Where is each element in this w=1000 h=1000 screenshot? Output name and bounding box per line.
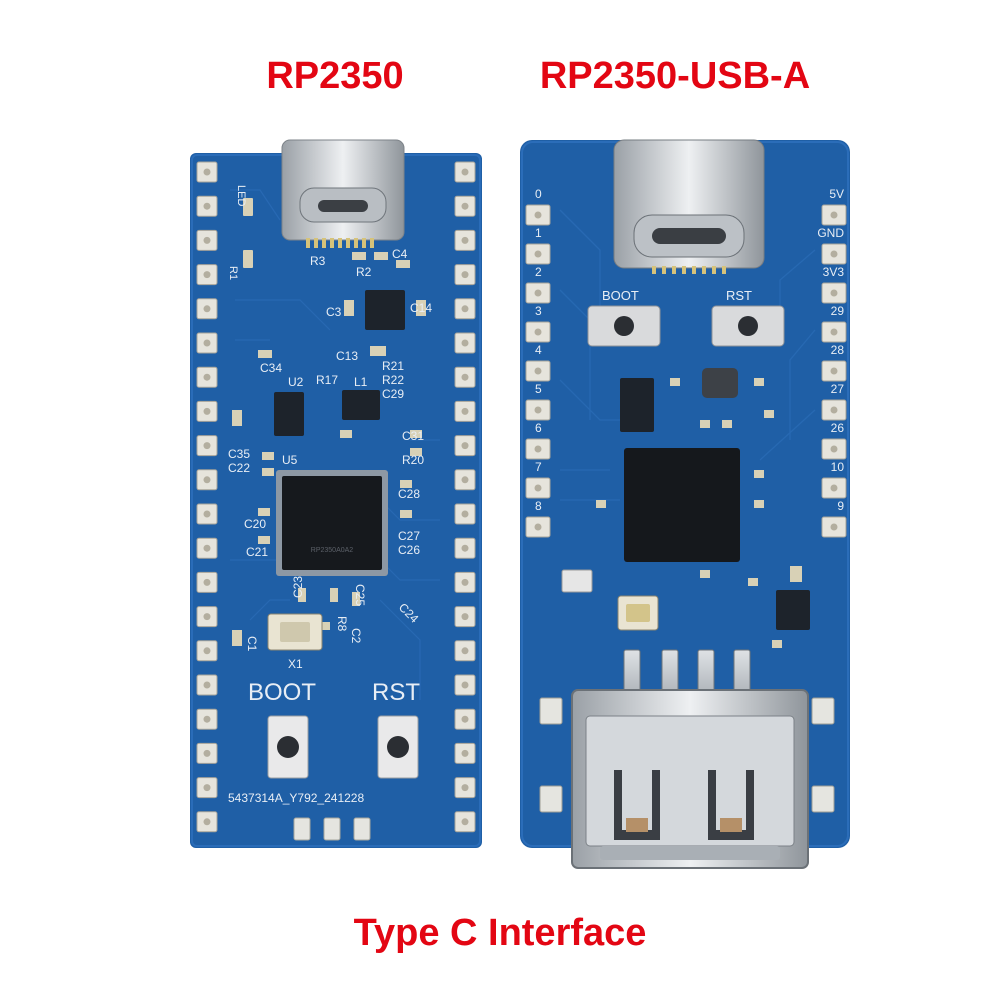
- silk-c27: C27: [398, 529, 420, 543]
- bottom-caption: Type C Interface: [353, 912, 647, 954]
- silk-right-boot: BOOT: [602, 288, 639, 303]
- silk-boot: BOOT: [248, 679, 316, 706]
- silk-c2: C2: [349, 628, 363, 644]
- pin-label-right: 26: [831, 421, 845, 435]
- silk-r3: R3: [310, 254, 326, 268]
- silk-c20: C20: [244, 517, 266, 531]
- silk-c14: C14: [410, 301, 432, 315]
- pin-label-right: 27: [831, 382, 845, 396]
- pin-label-left: 0: [535, 187, 542, 201]
- pin-label-right: 28: [831, 343, 845, 357]
- crystal-x1: [267, 613, 323, 651]
- usb-c-connector: [281, 139, 405, 248]
- silk-c28: C28: [398, 487, 420, 501]
- silk-c35: C35: [228, 447, 250, 461]
- silk-c34: C34: [260, 361, 282, 375]
- silk-r1: R1: [227, 266, 239, 280]
- pin-label-left: 3: [535, 304, 542, 318]
- pin-label-left: 1: [535, 226, 542, 240]
- pin-label-right: 3V3: [823, 265, 845, 279]
- silk-led: LED: [235, 185, 247, 206]
- silk-c4: C4: [392, 247, 408, 261]
- pin-label-right: 5V: [829, 187, 844, 201]
- silk-r2: R2: [356, 265, 372, 279]
- rp2350-chip: RP2350A0A2: [276, 470, 388, 576]
- usb-a-port: [571, 689, 809, 869]
- silk-right-rst: RST: [726, 288, 752, 303]
- silk-c29: C29: [382, 387, 404, 401]
- pin-label-right: GND: [817, 226, 844, 240]
- silk-l1: L1: [354, 375, 368, 389]
- silk-u2: U2: [288, 375, 304, 389]
- right-board-title: RP2350-USB-A: [539, 55, 811, 97]
- silk-c25: C25: [353, 584, 367, 606]
- rp2350-usb-a-board: BOOT RST: [520, 139, 850, 869]
- silk-r17: R17: [316, 373, 338, 387]
- rp2350-board: RP2350A0A2 LED R1 R3 R2 C4 C3 C14 C13 C3…: [190, 139, 482, 848]
- reset-button[interactable]: [377, 715, 419, 779]
- silk-r20: R20: [402, 453, 424, 467]
- silk-rst: RST: [372, 679, 420, 706]
- silk-c13: C13: [336, 349, 358, 363]
- silk-c26: C26: [398, 543, 420, 557]
- pin-label-right: 29: [831, 304, 845, 318]
- pin-label-left: 4: [535, 343, 542, 357]
- silk-x1: X1: [288, 657, 303, 671]
- right-boot-button[interactable]: [587, 305, 661, 347]
- pin-label-left: 5: [535, 382, 542, 396]
- silk-c31: C31: [402, 429, 424, 443]
- pin-label-right: 10: [831, 460, 845, 474]
- chip-marking: RP2350A0A2: [311, 547, 354, 554]
- usb-c-connector-top: [613, 139, 765, 274]
- silk-r22: R22: [382, 373, 404, 387]
- silk-u5: U5: [282, 453, 298, 467]
- boot-button[interactable]: [267, 715, 309, 779]
- silk-c22: C22: [228, 461, 250, 475]
- silk-c3: C3: [326, 305, 342, 319]
- right-reset-button[interactable]: [711, 305, 785, 347]
- left-board-title: RP2350: [266, 55, 404, 97]
- silk-r8: R8: [335, 616, 349, 632]
- pin-label-right: 9: [837, 499, 844, 513]
- pin-label-left: 6: [535, 421, 542, 435]
- silk-c1: C1: [245, 636, 259, 652]
- silk-serial: 5437314A_Y792_241228: [228, 791, 364, 805]
- silk-c23: C23: [291, 576, 305, 598]
- pin-label-left: 8: [535, 499, 542, 513]
- pin-label-left: 7: [535, 460, 542, 474]
- silk-r21: R21: [382, 359, 404, 373]
- silk-c21: C21: [246, 545, 268, 559]
- pin-label-left: 2: [535, 265, 542, 279]
